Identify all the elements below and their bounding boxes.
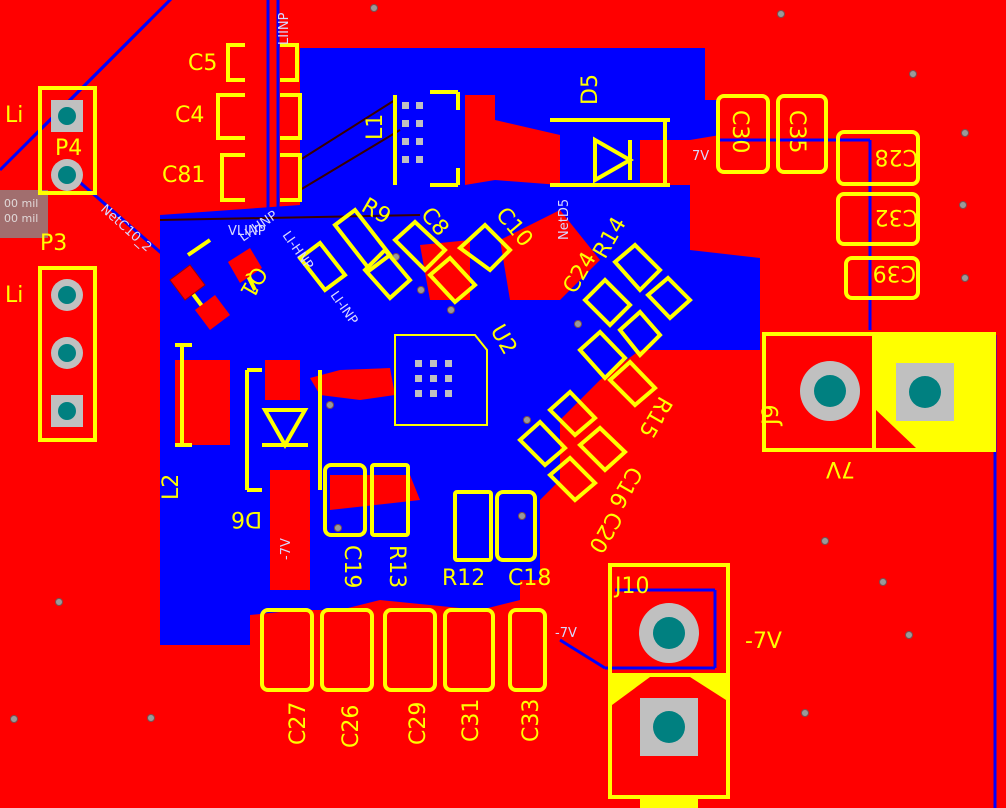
label-d5: D5 — [578, 74, 603, 105]
net-label-7v-d5: 7V — [692, 149, 709, 164]
net-label-linp-vertical: LIINP — [277, 12, 292, 45]
label-r12: R12 — [442, 566, 485, 591]
capacitor-c31[interactable] — [443, 608, 495, 692]
measure-overlay: 00 mil 00 mil — [0, 190, 48, 238]
label-j10-voltage: -7V — [745, 629, 782, 654]
copper-island — [270, 470, 310, 590]
resistor-r12[interactable] — [453, 490, 493, 562]
label-j9-voltage: 7V — [826, 456, 855, 481]
label-c33: C33 — [519, 699, 544, 742]
connector-j10[interactable] — [608, 563, 730, 808]
label-j9: J9 — [759, 405, 784, 428]
copper-island — [420, 240, 470, 300]
capacitor-c39[interactable] — [844, 256, 920, 300]
label-c32: C32 — [875, 204, 918, 229]
label-d6: D6 — [231, 506, 262, 531]
capacitor-c32[interactable] — [836, 192, 920, 246]
label-c35: C35 — [784, 110, 809, 153]
label-c5: C5 — [188, 51, 217, 76]
ruler-text-1: 00 mil — [4, 197, 38, 210]
label-li-bottom: Li — [5, 283, 23, 308]
capacitor-c30[interactable] — [716, 94, 770, 174]
label-c30: C30 — [727, 110, 752, 153]
label-p4: P4 — [55, 136, 82, 161]
net-label-minus7v-c33: -7V — [555, 626, 577, 641]
capacitor-c28[interactable] — [836, 130, 920, 186]
label-l2: L2 — [159, 474, 184, 500]
capacitor-c33[interactable] — [508, 608, 547, 692]
capacitor-c81[interactable] — [220, 153, 302, 202]
label-j10: J10 — [613, 574, 649, 599]
label-c81: C81 — [162, 163, 205, 188]
diode-d5[interactable] — [550, 118, 670, 187]
dark-traces — [159, 99, 421, 221]
capacitor-c4[interactable] — [216, 93, 302, 140]
capacitor-c35[interactable] — [776, 94, 828, 174]
copper-island — [310, 368, 395, 400]
label-c26: C26 — [339, 705, 364, 748]
label-c27: C27 — [286, 702, 311, 745]
resistor-r13[interactable] — [370, 463, 410, 537]
transistor-q1[interactable] — [169, 238, 262, 330]
connector-p4[interactable] — [38, 86, 97, 195]
connector-j9[interactable] — [762, 332, 996, 452]
label-c31: C31 — [459, 699, 484, 742]
copper-island — [265, 360, 300, 400]
net-label-vlinp: VLINP — [228, 224, 266, 239]
capacitor-c26[interactable] — [320, 608, 374, 692]
copper-island — [330, 475, 420, 510]
inductor-l1[interactable] — [393, 90, 460, 187]
capacitor-c5[interactable] — [226, 43, 299, 82]
capacitor-c29[interactable] — [383, 608, 437, 692]
ruler-text-2: 00 mil — [4, 212, 38, 225]
diode-d6[interactable] — [245, 368, 322, 492]
label-c29: C29 — [406, 702, 431, 745]
capacitor-c19[interactable] — [323, 463, 367, 537]
net-label-netd5: NetD5 — [557, 199, 572, 240]
label-p3: P3 — [40, 231, 67, 256]
capacitor-c18[interactable] — [495, 490, 537, 562]
net-label-minus7v-d6: -7V — [279, 538, 294, 560]
resistor-r15[interactable] — [577, 329, 658, 408]
copper-island — [500, 210, 600, 300]
capacitor-c27[interactable] — [260, 608, 314, 692]
capacitor-c24[interactable] — [582, 277, 663, 358]
label-c18: C18 — [508, 566, 551, 591]
label-l1: L1 — [363, 114, 388, 140]
connector-p3[interactable] — [38, 266, 97, 442]
label-c19: C19 — [339, 545, 364, 588]
capacitor-c10[interactable] — [427, 222, 513, 305]
label-c39: C39 — [873, 260, 916, 285]
resistor-r14[interactable] — [612, 242, 693, 321]
capacitor-c16[interactable] — [547, 389, 628, 473]
label-r13: R13 — [384, 545, 409, 588]
inductor-l2[interactable] — [175, 343, 192, 447]
copper-island — [465, 95, 560, 185]
capacitor-c20[interactable] — [517, 419, 598, 503]
label-li-top: Li — [5, 103, 23, 128]
ic-u2[interactable] — [394, 334, 488, 426]
capacitor-c8[interactable] — [362, 219, 448, 301]
copper-island — [175, 360, 230, 445]
label-c28: C28 — [875, 144, 918, 169]
label-c4: C4 — [175, 103, 204, 128]
